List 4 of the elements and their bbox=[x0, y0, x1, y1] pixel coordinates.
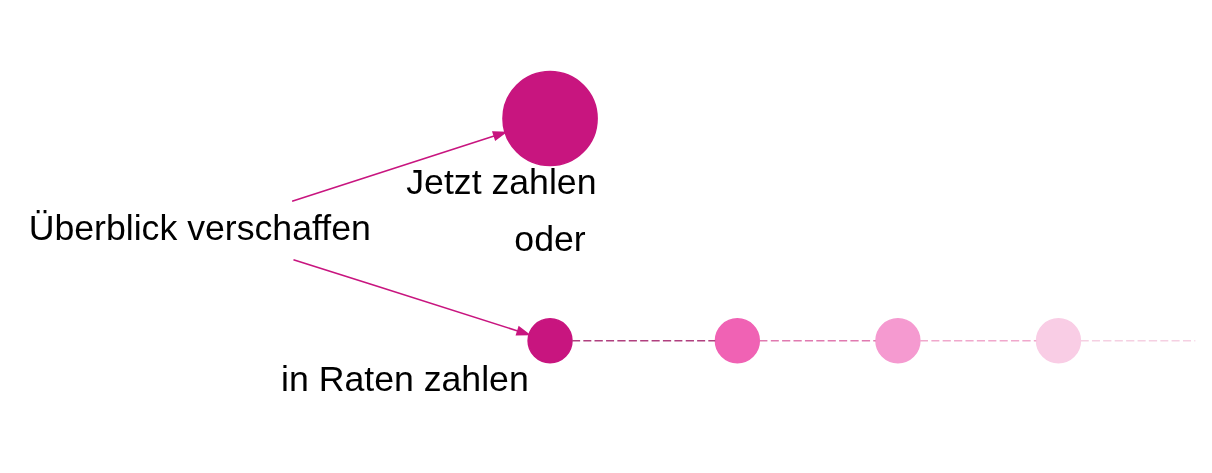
node-label: in Raten zahlen bbox=[281, 359, 529, 400]
node-text: Überblick verschaffen bbox=[28, 207, 371, 248]
node-label: Jetzt zahlen bbox=[406, 162, 597, 203]
label: oder bbox=[514, 218, 586, 259]
